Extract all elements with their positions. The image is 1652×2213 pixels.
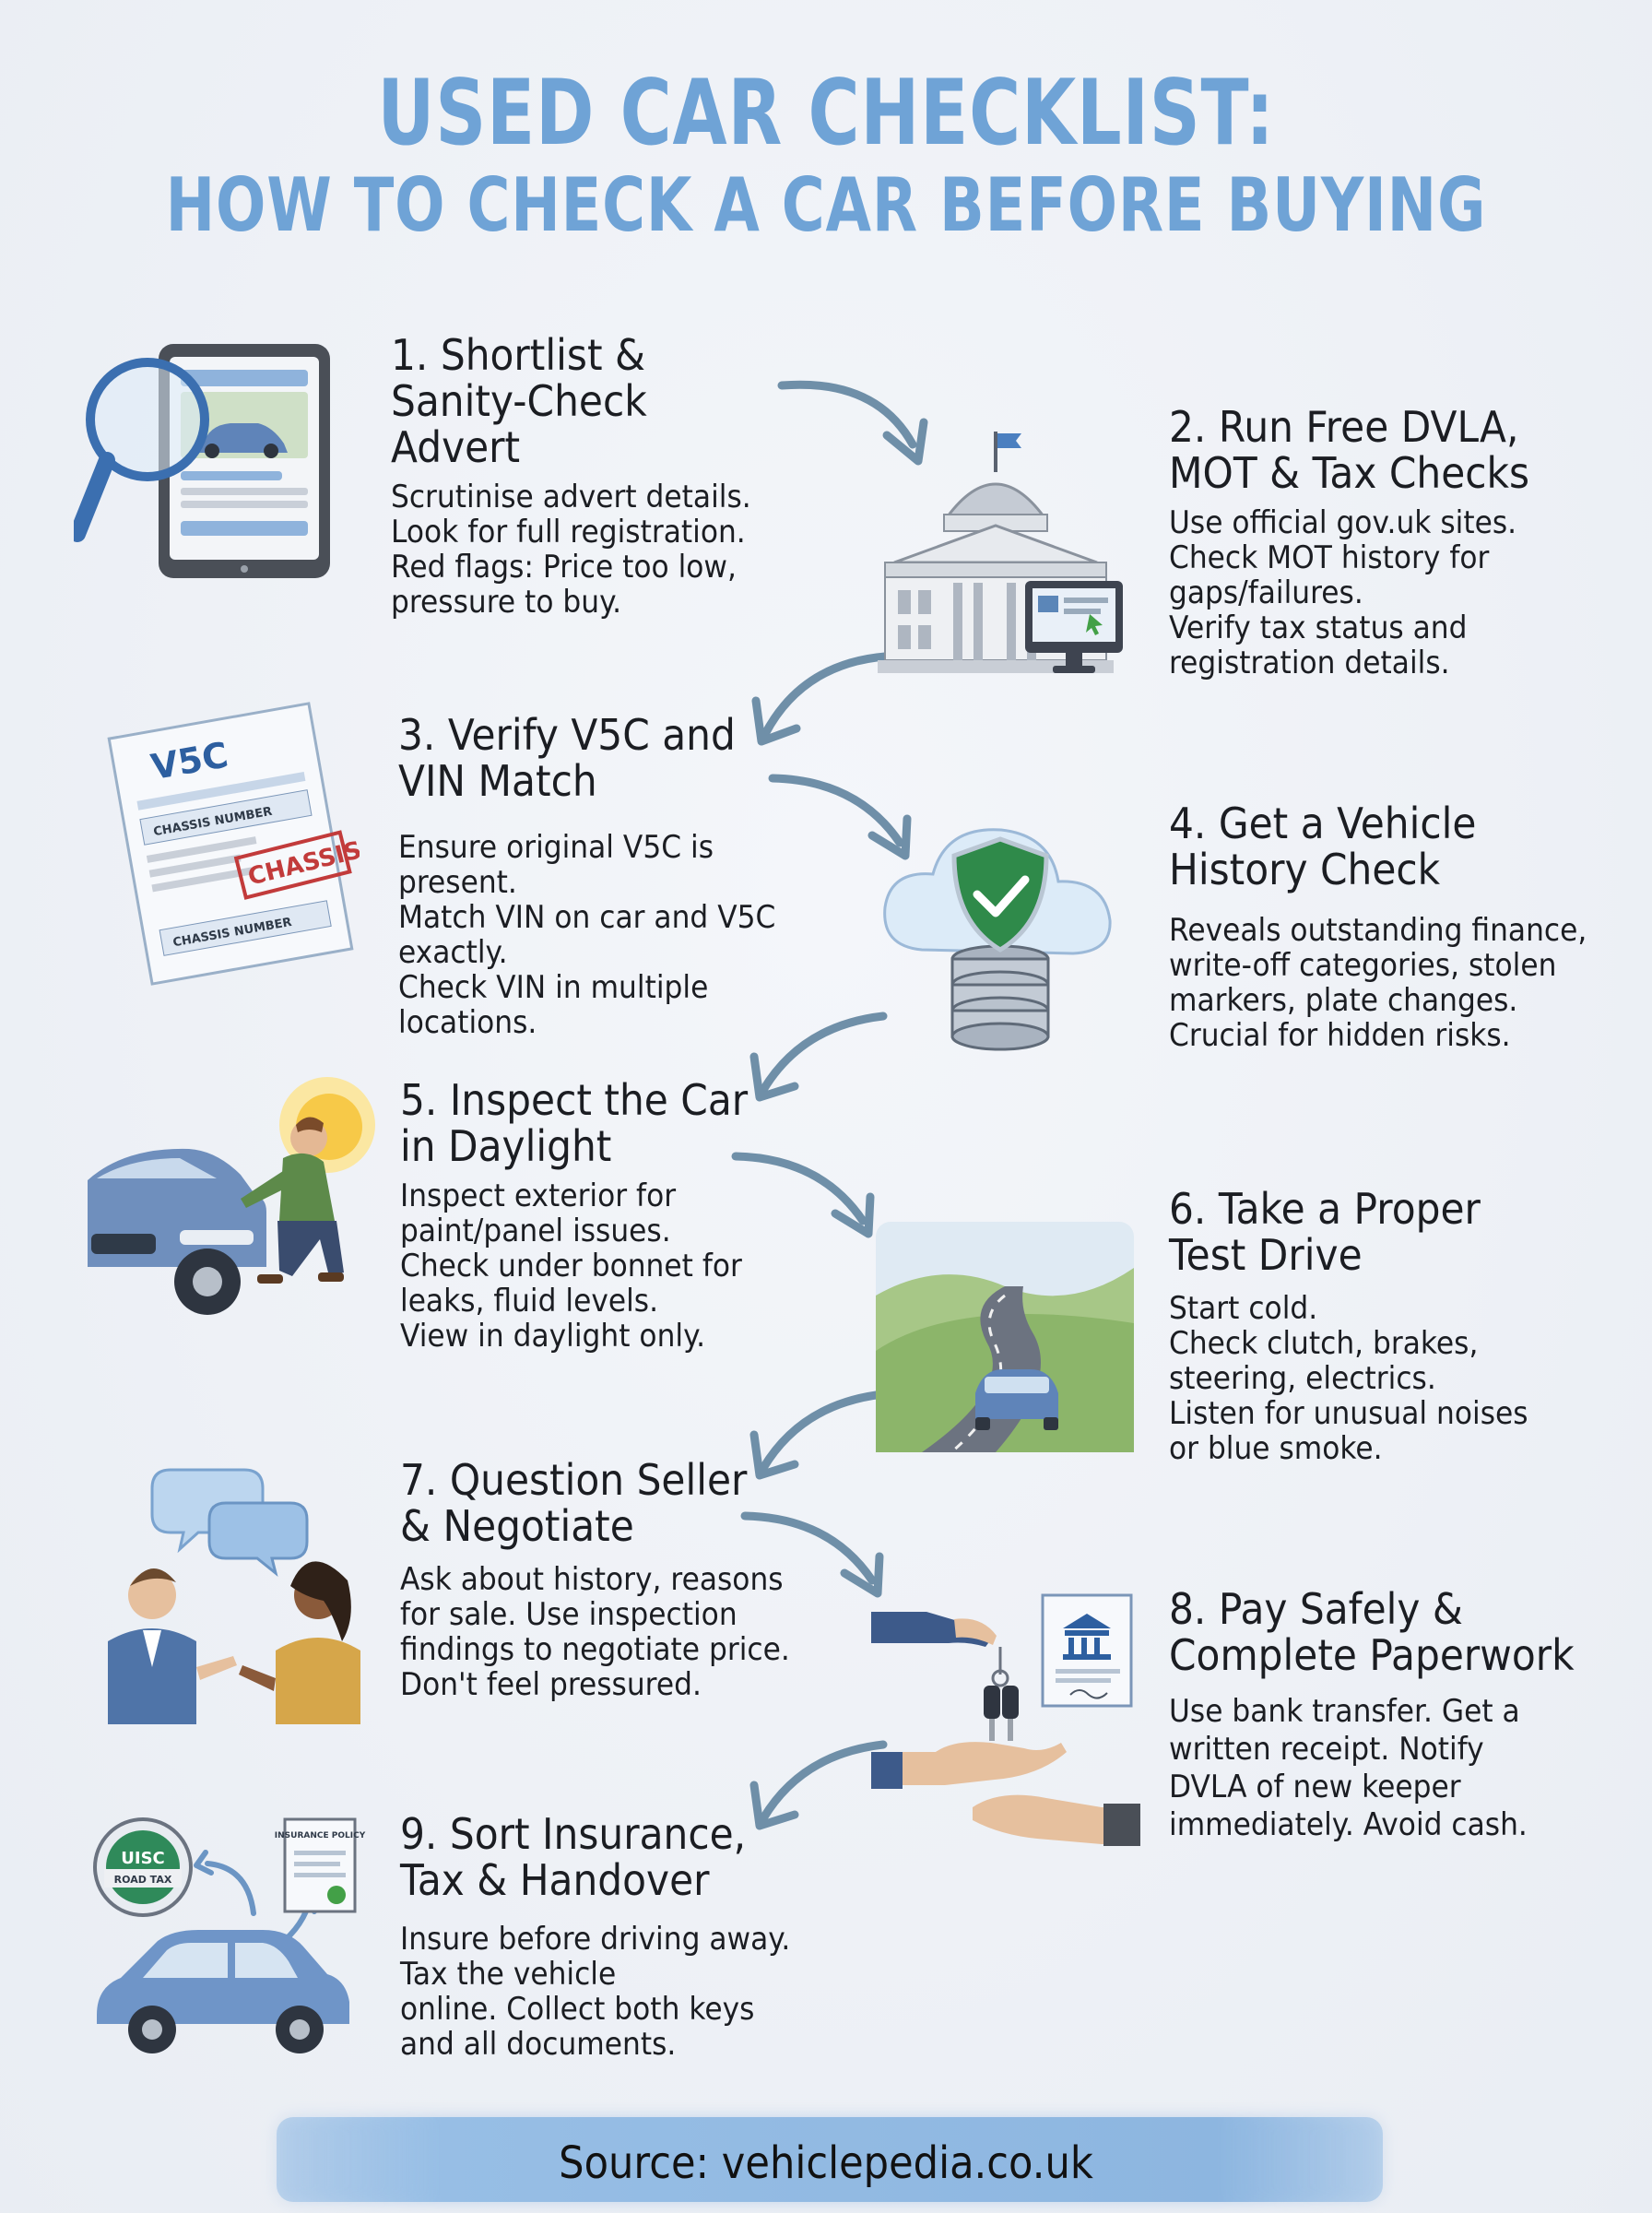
step-body: Reveals outstanding finance,write-off ca… — [1169, 912, 1587, 1054]
tax-disc-center-label: UISC — [121, 1849, 165, 1868]
step-1: 1. Shortlist &Sanity-Check Advert Scruti… — [391, 332, 815, 620]
cloud-database-shield-icon — [883, 828, 1112, 1051]
step-9: 9. Sort Insurance,Tax & Handover Insure … — [400, 1811, 843, 2062]
page-title: USED CAR CHECKLIST: — [377, 61, 1275, 166]
keys-handover-icon — [871, 1593, 1140, 1846]
arrow-7-to-8 — [740, 1511, 884, 1598]
step-heading: 1. Shortlist &Sanity-Check Advert — [391, 330, 647, 472]
step-heading: 8. Pay Safely &Complete Paperwork — [1169, 1584, 1575, 1680]
bank-document-icon — [1041, 1593, 1133, 1708]
arrow-6-to-7 — [749, 1390, 888, 1480]
step-heading: 9. Sort Insurance,Tax & Handover — [400, 1809, 747, 1905]
step-body: Start cold.Check clutch, brakes,steering… — [1169, 1290, 1528, 1467]
shield-check-icon — [951, 836, 1049, 953]
step-heading: 2. Run Free DVLA,MOT & Tax Checks — [1169, 402, 1530, 498]
step-7: 7. Question Seller& Negotiate Ask about … — [400, 1457, 843, 1702]
source-credit: Source: vehiclepedia.co.uk — [559, 2137, 1093, 2189]
arrow-2-to-3 — [751, 652, 890, 746]
database-stack — [950, 944, 1050, 1051]
tablet-advert-icon — [74, 344, 330, 578]
step-body: Ensure original V5C is present.Match VIN… — [398, 829, 776, 1041]
insurance-policy-label: INSURANCE POLICY — [275, 1831, 366, 1840]
government-building-icon — [878, 432, 1123, 673]
computer-monitor-icon — [1025, 581, 1123, 673]
conversation-icon — [108, 1468, 360, 1724]
hatchback-car-icon: UISC ROAD TAX INSURANCE POLICY — [93, 1817, 366, 2053]
footer-banner — [277, 2117, 1383, 2202]
insurance-policy-icon: INSURANCE POLICY — [275, 1817, 366, 1913]
arrow-5-to-6 — [731, 1152, 875, 1238]
test-drive-road-icon — [876, 1222, 1134, 1454]
arrow-4-to-5 — [749, 1012, 888, 1102]
step-heading: 7. Question Seller& Negotiate — [400, 1455, 748, 1551]
arrow-8-to-9 — [749, 1740, 888, 1830]
step-2: 2. Run Free DVLA,MOT & Tax Checks Use of… — [1169, 404, 1630, 680]
page-subtitle: HOW TO CHECK A CAR BEFORE BUYING — [165, 162, 1487, 248]
step-8: 8. Pay Safely &Complete Paperwork Use ba… — [1169, 1586, 1639, 1844]
step-body: Insure before driving away.Tax the vehic… — [400, 1921, 791, 2063]
tax-disc-band-label: ROAD TAX — [114, 1874, 172, 1886]
step-body: Use official gov.uk sites.Check MOT hist… — [1169, 504, 1517, 681]
car-inspection-icon — [88, 1077, 375, 1315]
v5c-document-icon: V5C CHASSIS NUMBER CHASSIS NUMBER CHASSI… — [107, 702, 360, 986]
magnifier-icon — [74, 358, 209, 542]
step-body: Scrutinise advert details.Look for full … — [391, 479, 751, 621]
car-keys — [984, 1647, 1019, 1741]
tax-disc-icon: UISC ROAD TAX — [93, 1817, 193, 1917]
arrow-1-to-2 — [777, 380, 928, 466]
arrow-3-to-4 — [768, 774, 912, 860]
